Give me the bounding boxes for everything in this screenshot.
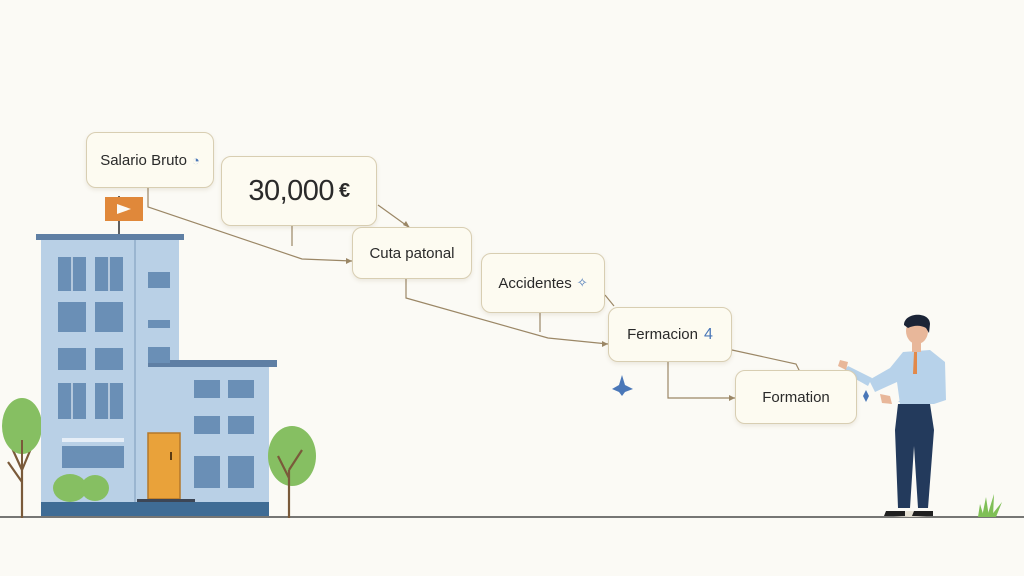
sparkle-icon: [612, 375, 633, 396]
node-accidentes: Accidentes ✧: [481, 253, 605, 313]
node-salario-bruto: Salario Bruto ◔: [86, 132, 214, 188]
small-diamond-icon: [863, 390, 869, 402]
node-formation-label: Formation: [762, 388, 830, 406]
grass-tuft: [978, 494, 1002, 517]
node-formation: Formation: [735, 370, 857, 424]
amount-currency: €: [339, 179, 350, 202]
connector-fermacion-formation-diagonal: [731, 349, 801, 373]
tree-left: [2, 398, 42, 518]
node-cuota-patronal: Cuta patonal: [352, 227, 472, 279]
node-fermacion-label: Fermacion: [627, 326, 698, 343]
node-accidentes-label: Accidentes: [498, 274, 572, 292]
tree-middle: [268, 426, 316, 518]
amount-value: 30,000: [248, 174, 335, 207]
office-building: [36, 196, 277, 516]
node-cuota-label: Cuta patonal: [369, 244, 455, 262]
connector-arrowheads: [346, 221, 735, 401]
diamond-icon: ✧: [576, 275, 588, 290]
node-amount: 30,000 €: [221, 156, 377, 226]
node-fermacion-marker: 4: [703, 325, 713, 343]
clock-icon: ◔: [191, 152, 200, 168]
connector-salario-cuota: [147, 188, 353, 262]
connector-fermacion-formation: [667, 362, 735, 399]
presenter-person: [838, 314, 946, 517]
connector-cuota-fermacion: [405, 279, 609, 345]
connector-acc-fermacion-diagonal: [604, 294, 615, 307]
node-fermacion: Fermacion 4: [608, 307, 732, 362]
node-salario-label: Salario Bruto: [100, 151, 187, 169]
